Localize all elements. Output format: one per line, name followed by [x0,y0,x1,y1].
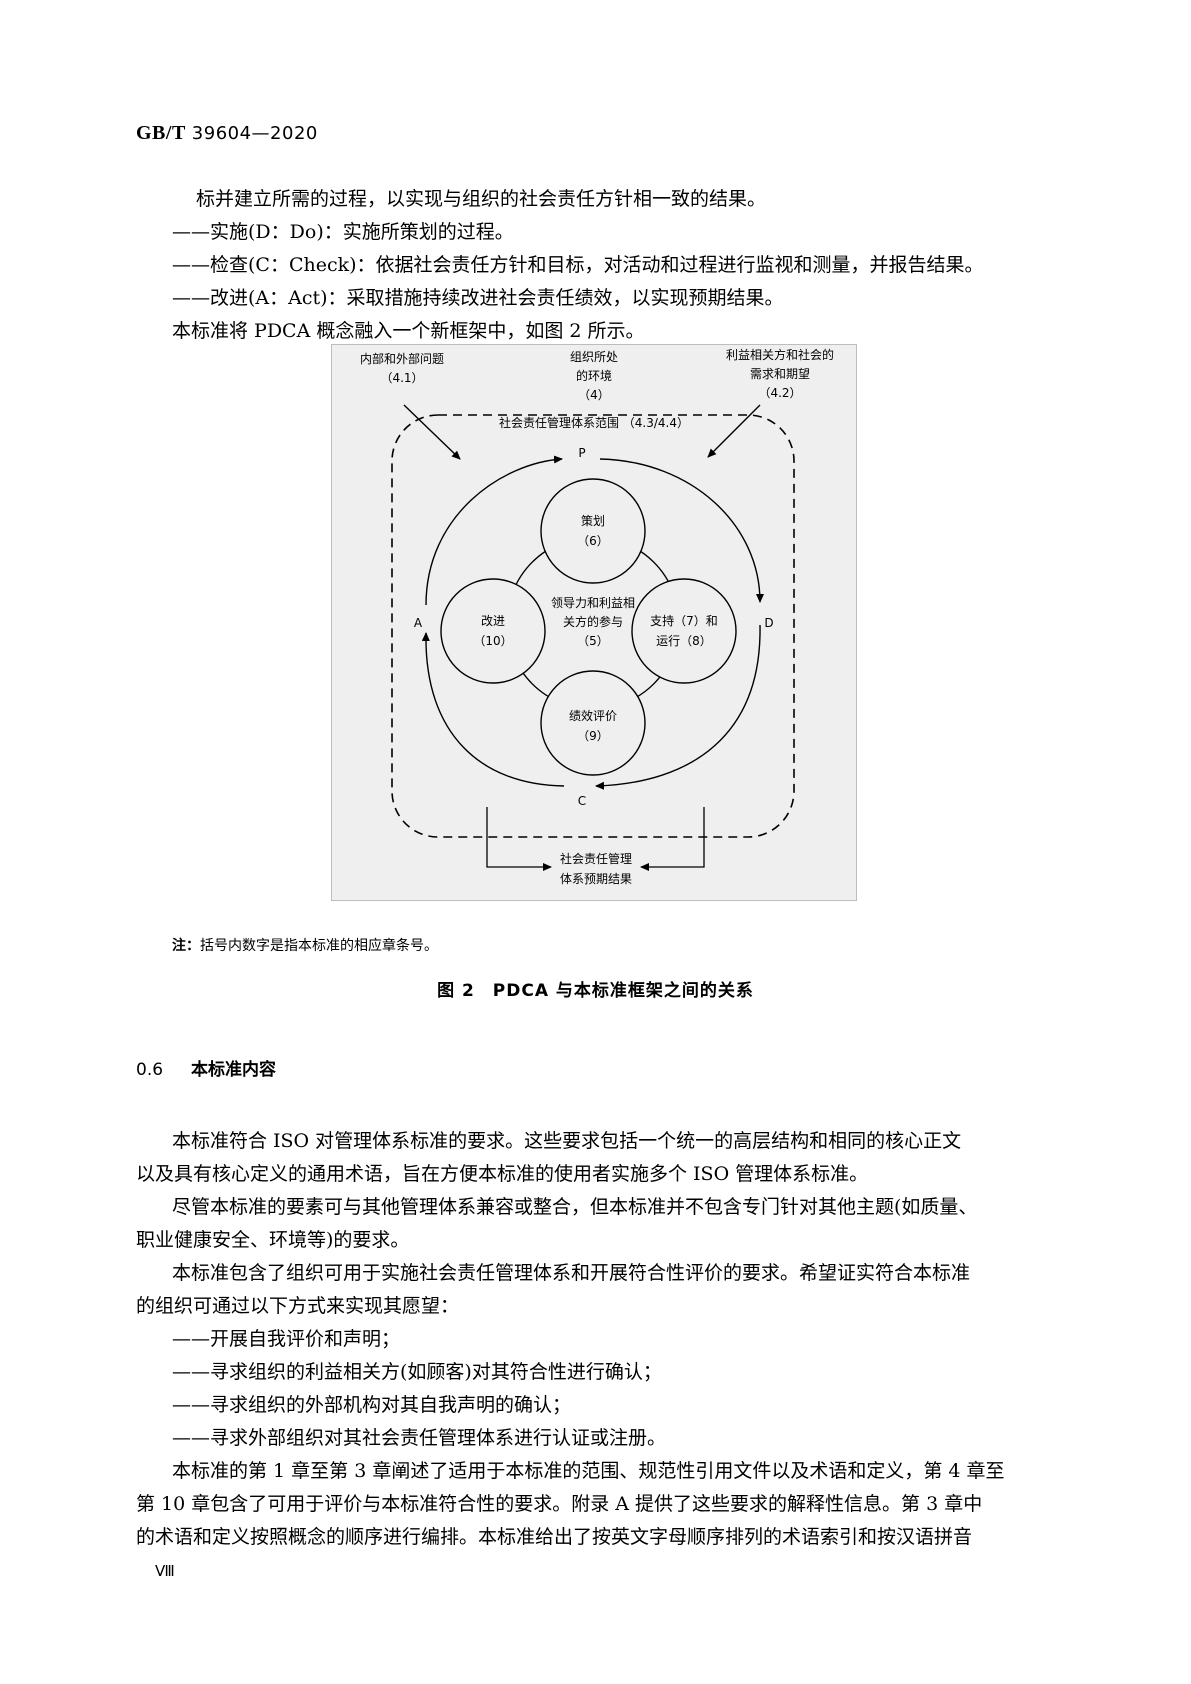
body-line-10: ——寻求外部组织对其社会责任管理体系进行认证或注册。 [172,1427,667,1449]
body-line-5: 本标准包含了组织可用于实施社会责任管理体系和开展符合性评价的要求。希望证实符合本… [172,1262,971,1284]
intro-line-1: 标并建立所需的过程，以实现与组织的社会责任方针相一致的结果。 [196,188,767,210]
support-label-2: 运行（8） [656,634,712,648]
issues-arrow [403,404,461,460]
plan-label-1: 策划 [581,514,605,528]
improve-label-1: 改进 [481,614,505,628]
letter-p: P [578,446,585,460]
section-heading: 0.6 本标准内容 [136,1055,276,1080]
body-line-4: 职业健康安全、环境等)的要求。 [136,1229,410,1251]
improve-label-2: （10） [473,634,512,648]
body-line-3: 尽管本标准的要素可与其他管理体系兼容或整合，但本标准并不包含专门针对其他主题(如… [172,1196,978,1218]
improve-circle [440,578,546,684]
cycle-arrow-p-to-d [599,458,764,603]
center-label-1: 领导力和利益相 [551,596,635,610]
center-label-2: 关方的参与 [563,614,623,629]
body-line-9: ——寻求组织的外部机构对其自我声明的确认； [172,1394,572,1416]
plan-label-2: （6） [577,534,609,548]
body-line-13: 的术语和定义按照概念的顺序进行编排。本标准给出了按英文字母顺序排列的术语索引和按… [136,1526,973,1548]
standard-prefix: GB/T [136,122,186,144]
body-line-6: 的组织可通过以下方式来实现其愿望： [136,1295,460,1317]
body-line-2: 以及具有核心定义的通用术语，旨在方便本标准的使用者实施多个 ISO 管理体系标准… [136,1163,869,1185]
body-line-1: 本标准符合 ISO 对管理体系标准的要求。这些要求包括一个统一的高层结构和相同的… [172,1130,962,1152]
context-label-1: 组织所处 [570,350,618,364]
evaluation-label-1: 绩效评价 [569,708,617,723]
cycle-arrow-d-to-c [595,624,761,790]
intro-line-2: ——实施(D：Do)：实施所策划的过程。 [172,221,514,243]
page-number: Ⅷ [155,1564,175,1580]
outcome-label-1: 社会责任管理 [560,851,632,866]
issues-label-1: 内部和外部问题 [360,351,444,366]
standard-number: 39604—2020 [191,123,318,144]
support-circle [631,578,737,684]
evaluation-circle [540,670,646,776]
issues-label-2: （4.1） [380,371,423,385]
scope-label: 社会责任管理体系范围 （4.3/4.4） [499,415,689,430]
note-text: 括号内数字是指本标准的相应章条号。 [200,938,438,954]
cycle-arrow-a-to-p [425,455,563,606]
letter-c: C [578,794,586,808]
note-label: 注： [172,938,200,954]
evaluation-label-2: （9） [577,729,609,743]
needs-label-1: 利益相关方和社会的 [726,347,834,362]
pdca-diagram: 内部和外部问题 （4.1） 组织所处 的环境 （4） 利益相关方和社会的 需求和… [360,347,834,886]
body-line-11: 本标准的第 1 章至第 3 章阐述了适用于本标准的范围、规范性引用文件以及术语和… [172,1460,1005,1482]
scope-boundary [391,414,795,838]
body-line-12: 第 10 章包含了可用于评价与本标准符合性的要求。附录 A 提供了这些要求的解释… [136,1493,983,1515]
pdca-figure: 内部和外部问题 （4.1） 组织所处 的环境 （4） 利益相关方和社会的 需求和… [331,344,857,901]
section-number: 0.6 [136,1060,164,1080]
center-label-3: （5） [577,634,609,648]
figure-caption: 图 2 PDCA 与本标准框架之间的关系 [437,981,754,1001]
cycle-arrow-c-to-a [421,632,565,787]
needs-arrow [707,404,761,458]
intro-line-5: 本标准将 PDCA 概念融入一个新框架中，如图 2 所示。 [172,320,645,342]
plan-circle [540,478,646,584]
body-line-7: ——开展自我评价和声明； [172,1328,401,1350]
outcome-label-2: 体系预期结果 [560,872,632,886]
needs-label-3: （4.2） [758,386,801,400]
intro-line-3: ——检查(C：Check)：依据社会责任方针和目标，对活动和过程进行监视和测量，… [172,254,984,276]
figure-note: 注：括号内数字是指本标准的相应章条号。 [172,935,438,955]
needs-label-2: 需求和期望 [750,367,810,381]
support-label-1: 支持（7）和 [650,613,718,628]
letter-a: A [414,616,423,630]
body-line-8: ——寻求组织的利益相关方(如顾客)对其符合性进行确认； [172,1361,662,1383]
outcome-arrow-left [486,807,552,871]
intro-line-4: ——改进(A：Act)：采取措施持续改进社会责任绩效，以实现预期结果。 [172,287,784,309]
outcome-arrow-right [640,807,705,871]
letter-d: D [764,616,773,630]
section-title: 本标准内容 [191,1060,277,1080]
context-label-3: （4） [578,388,610,402]
context-label-2: 的环境 [576,368,612,383]
